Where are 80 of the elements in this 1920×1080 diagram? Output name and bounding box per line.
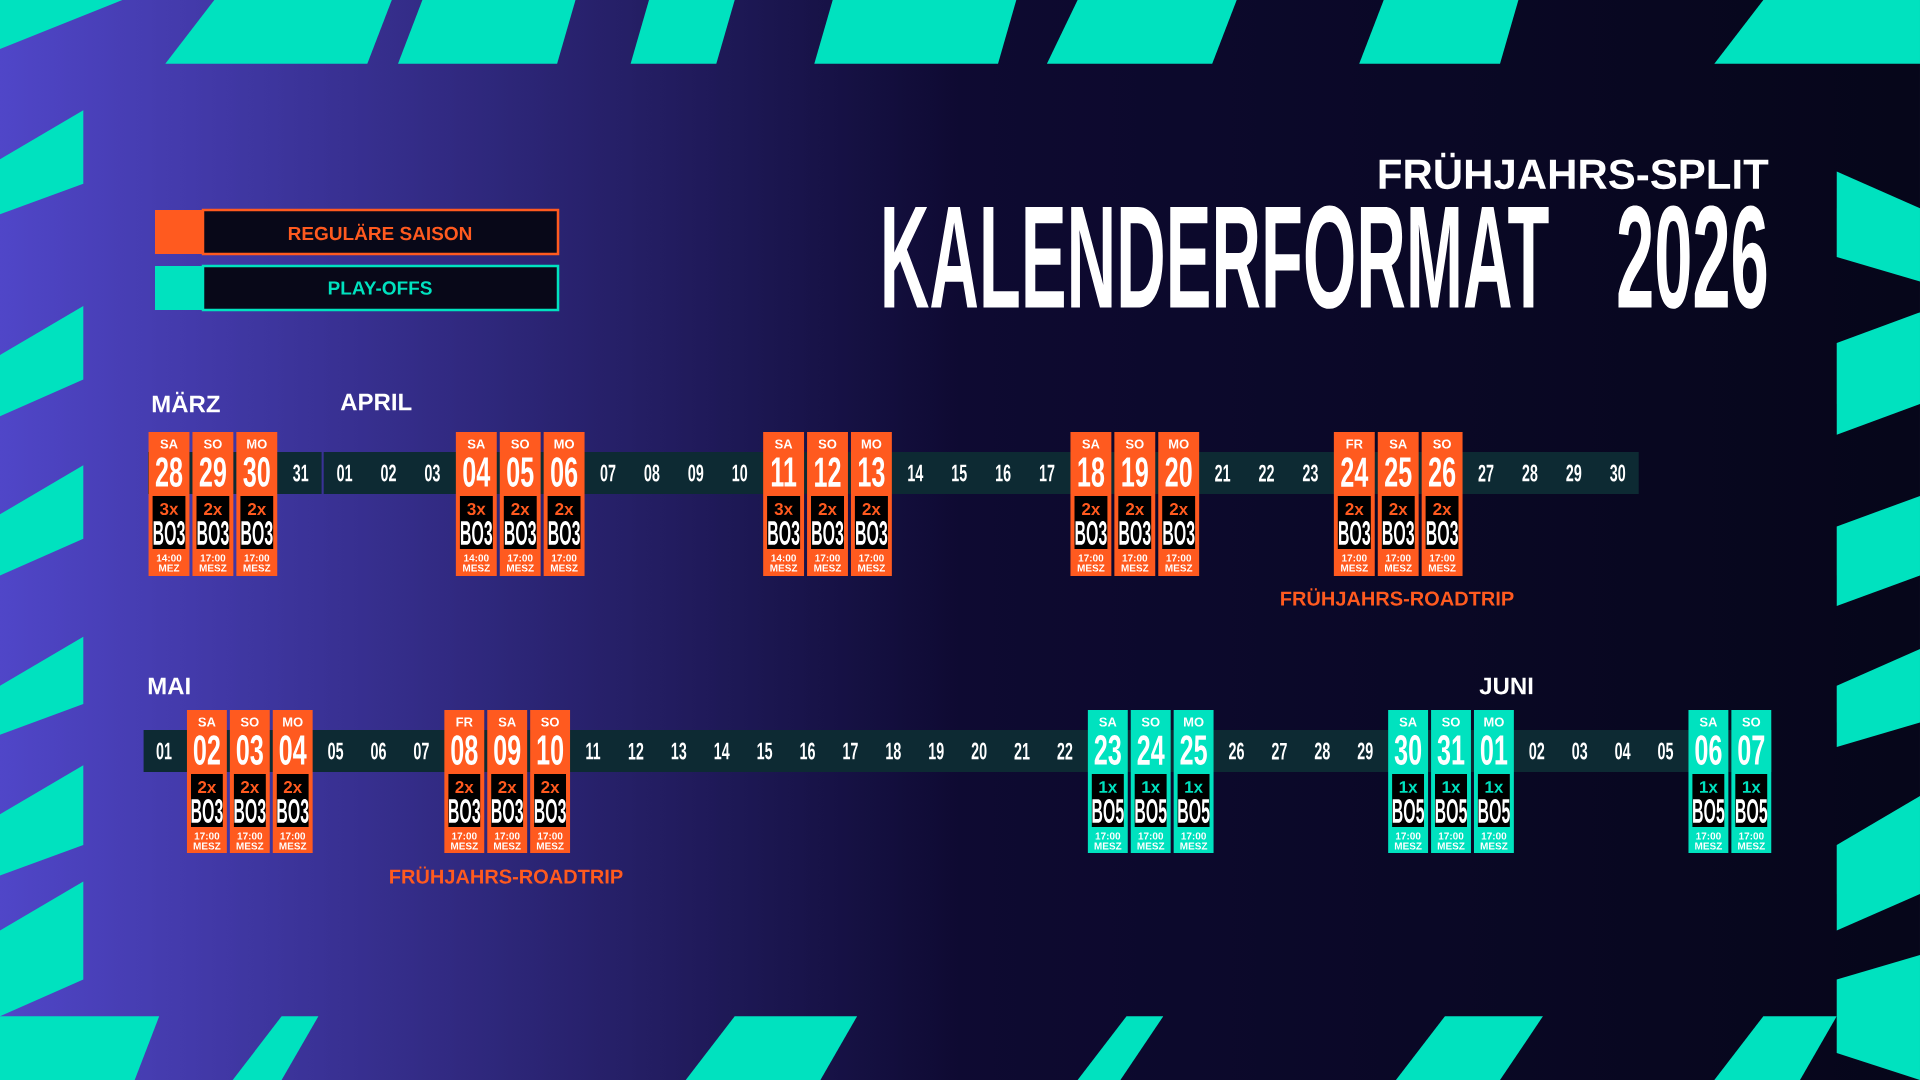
date-number: 27 <box>1271 742 1287 760</box>
match-day-card: SO 26 2x BO3 17:00 MESZ <box>1421 432 1463 576</box>
date-number: 04 <box>1615 742 1631 760</box>
match-day-card: MO 04 2x BO3 17:00 MESZ <box>272 710 313 853</box>
legend-label: REGULÄRE SAISON <box>201 208 560 256</box>
date-number: 02 <box>381 464 396 482</box>
date-number: 27 <box>1478 464 1494 482</box>
match-day-card: SA 23 1x BO5 17:00 MESZ <box>1087 710 1128 853</box>
subtitle: FRÜHJAHRS-SPLIT <box>1379 152 1769 190</box>
date-number: 11 <box>586 742 601 760</box>
date-number: 13 <box>671 742 687 760</box>
date-number: 17 <box>843 742 858 760</box>
date-number: 28 <box>1314 742 1330 760</box>
month-name: APRIL <box>340 393 412 411</box>
date-number: 14 <box>908 464 924 482</box>
match-day-card: SO 12 2x BO3 17:00 MESZ <box>807 432 848 576</box>
match-day-card: SO 31 1x BO5 17:00 MESZ <box>1431 710 1471 853</box>
match-day-card: SA 04 3x BO3 14:00 MESZ <box>455 432 497 576</box>
match-day-card: SA 25 2x BO3 17:00 MESZ <box>1377 432 1419 576</box>
match-day-card: SO 19 2x BO3 17:00 MESZ <box>1114 432 1156 576</box>
date-number: 05 <box>1658 742 1674 760</box>
date-number: 30 <box>1610 464 1626 482</box>
month-name: JUNI <box>1479 677 1533 695</box>
date-number: 14 <box>714 742 730 760</box>
match-day-card: MO 06 2x BO3 17:00 MESZ <box>543 432 585 576</box>
date-number: 03 <box>424 464 440 482</box>
match-day-card: SA 09 2x BO3 17:00 MESZ <box>487 710 528 853</box>
date-number: 31 <box>293 464 309 482</box>
match-day-card: SO 10 2x BO3 17:00 MESZ <box>530 710 571 853</box>
month-name: MÄRZ <box>152 391 220 413</box>
date-number: 17 <box>1039 464 1055 482</box>
date-number: 03 <box>1572 742 1588 760</box>
match-day-card: FR 24 2x BO3 17:00 MESZ <box>1333 432 1375 576</box>
match-day-card: SA 18 2x BO3 17:00 MESZ <box>1070 432 1112 576</box>
match-day-card: MO 20 2x BO3 17:00 MESZ <box>1158 432 1200 576</box>
legend-label: PLAY-OFFS <box>201 264 560 312</box>
date-number: 29 <box>1566 464 1582 482</box>
match-day-card: SO 05 2x BO3 17:00 MESZ <box>499 432 541 576</box>
match-day-card: FR 08 2x BO3 17:00 MESZ <box>444 710 485 853</box>
date-number: 16 <box>800 742 815 760</box>
match-day-card: MO 25 1x BO5 17:00 MESZ <box>1173 710 1214 853</box>
date-number: 22 <box>1057 742 1073 760</box>
match-day-card: SO 24 1x BO5 17:00 MESZ <box>1130 710 1171 853</box>
date-number: 01 <box>337 464 353 482</box>
date-number: 19 <box>929 742 944 760</box>
date-number: 09 <box>688 464 704 482</box>
date-number: 15 <box>757 742 773 760</box>
date-number: 16 <box>996 464 1011 482</box>
match-day-card: SO 29 2x BO3 17:00 MESZ <box>192 432 234 576</box>
date-number: 22 <box>1259 464 1274 482</box>
date-number: 21 <box>1014 742 1030 760</box>
date-number: 05 <box>328 742 344 760</box>
date-number: 18 <box>886 742 901 760</box>
date-number: 07 <box>600 464 616 482</box>
date-number: 06 <box>371 742 386 760</box>
note: FRÜHJAHRS-ROADTRIP <box>390 866 623 884</box>
match-day-card: SA 11 3x BO3 14:00 MESZ <box>763 432 805 576</box>
date-number: 20 <box>971 742 987 760</box>
match-day-card: MO 01 1x BO5 17:00 MESZ <box>1473 710 1514 853</box>
match-day-card: MO 13 2x BO3 17:00 MESZ <box>850 432 892 576</box>
title: KALENDERFORMAT 2026 <box>884 205 1767 309</box>
date-number: 28 <box>1522 464 1538 482</box>
date-number: 07 <box>413 742 429 760</box>
match-day-card: MO 30 2x BO3 17:00 MESZ <box>236 432 278 576</box>
date-number: 10 <box>732 464 748 482</box>
date-number: 26 <box>1229 742 1244 760</box>
match-day-card: SA 30 1x BO5 17:00 MESZ <box>1388 710 1429 853</box>
month-name: MAI <box>148 677 190 695</box>
date-number: 02 <box>1529 742 1545 760</box>
date-number: 01 <box>156 742 172 760</box>
date-number: 15 <box>952 464 967 482</box>
match-day-card: SA 02 2x BO3 17:00 MESZ <box>186 710 227 853</box>
match-day-card: SO 03 2x BO3 17:00 MESZ <box>229 710 270 853</box>
note: FRÜHJAHRS-ROADTRIP <box>1281 588 1514 606</box>
date-number: 12 <box>628 742 644 760</box>
date-number: 23 <box>1302 464 1318 482</box>
date-number: 21 <box>1215 464 1231 482</box>
match-day-card: SA 28 3x BO3 14:00 MEZ <box>148 432 190 576</box>
date-number: 08 <box>644 464 660 482</box>
date-number: 29 <box>1357 742 1373 760</box>
